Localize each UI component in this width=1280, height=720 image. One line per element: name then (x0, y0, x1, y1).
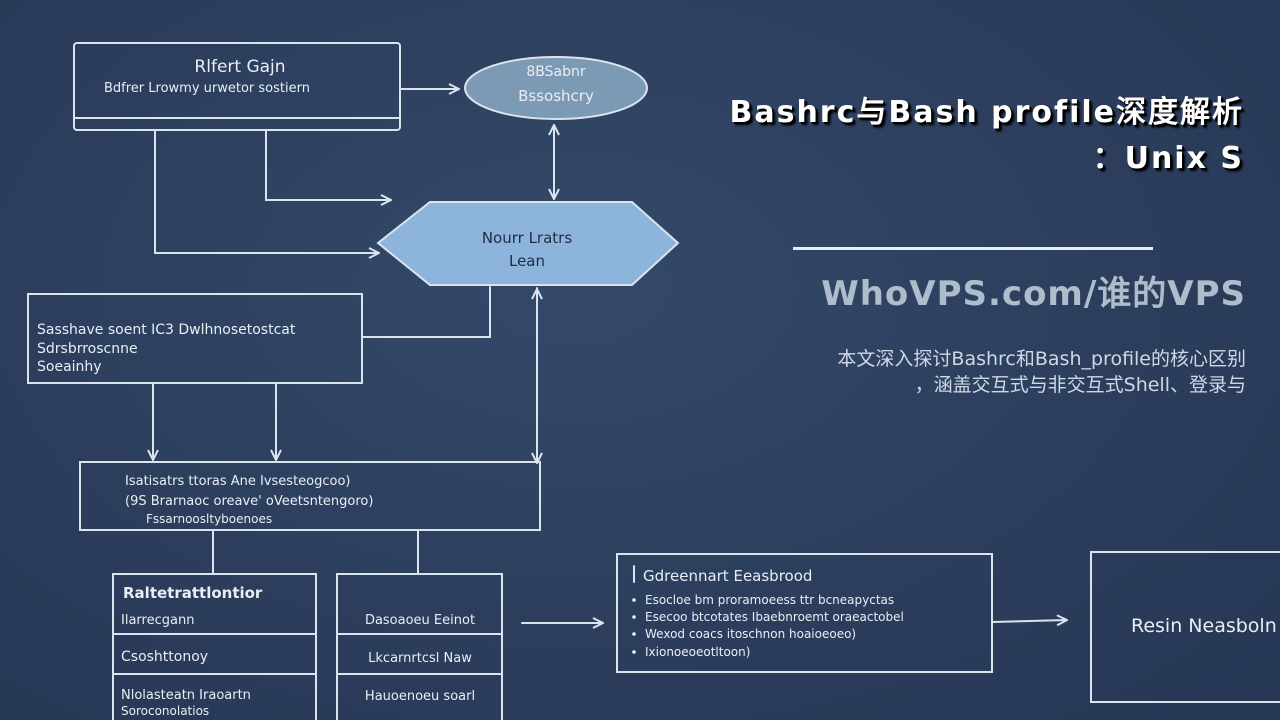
middle-box-line3: Fssarnoosltyboenoes (146, 512, 272, 526)
left-table: Raltetrattlontior Ilarrecgann Csoshttono… (112, 573, 317, 720)
left-box-line2: Sdrsbrroscnne (37, 341, 138, 357)
bullet-2: Esecoo btcotates Ibaebnroemt oraeactobel (645, 610, 904, 624)
left-process-box: Sasshave soent IC3 Dwlhnosetostcat Sdrsb… (27, 293, 363, 384)
title-line-1: Bashrc与Bash profile深度解析 (729, 95, 1244, 130)
left-table-row3a: Nlolasteatn Iraoartn (121, 688, 251, 703)
middle-box-line1: Isatisatrs ttoras Ane Ivsesteogcoo) (125, 474, 351, 489)
left-table-header: Raltetrattlontior (123, 584, 263, 602)
description-line-2: ，涵盖交互式与非交互式Shell、登录与 (914, 374, 1246, 396)
right-table-row2: Lkcarnrtcsl Naw (368, 651, 472, 666)
right-table-row1: Dasoaoeu Eeinot (365, 613, 475, 628)
hexagon-line2: Lean (509, 252, 545, 270)
right-table: Dasoaoeu Eeinot Lkcarnrtcsl Naw Hauoenoe… (336, 573, 503, 720)
ellipse-line2: Bssoshcry (518, 87, 594, 105)
brand-text: WhoVPS.com/谁的VPS (821, 274, 1246, 314)
middle-process-box: Isatisatrs ttoras Ane Ivsesteogcoo) (9S … (79, 461, 541, 531)
far-right-box: Resin Neasboln (1090, 551, 1280, 703)
top-box-title: Rlfert Gajn (194, 57, 285, 77)
article-title: Bashrc与Bash profile深度解析 ：Unix S (684, 90, 1244, 182)
bullet-4: Ixionoeoeotltoon) (645, 645, 750, 659)
article-description: 本文深入探讨Bashrc和Bash_profile的核心区别 ，涵盖交互式与非交… (646, 346, 1246, 398)
left-table-row1: Ilarrecgann (121, 613, 194, 628)
hexagon-line1: Nourr Lratrs (482, 229, 573, 247)
left-table-row2: Csoshttonoy (121, 649, 208, 665)
hexagon-node: Nourr Lratrs Lean (376, 201, 680, 286)
right-process-box: Gdreennart Eeasbrood Esocloe bm proramoe… (616, 553, 993, 673)
right-table-row3: Hauoenoeu soarl (365, 689, 475, 704)
far-right-box-label: Resin Neasboln (1131, 615, 1277, 637)
left-table-row3b: Soroconolatios (121, 704, 209, 718)
top-process-box: Rlfert Gajn Bdfrer Lrowmy urwetor sostie… (73, 42, 401, 131)
title-divider (793, 247, 1153, 250)
top-box-subtitle: Bdfrer Lrowmy urwetor sostiern (104, 81, 310, 96)
title-line-2: ：Unix S (1092, 141, 1244, 176)
connector-lines (153, 89, 1066, 623)
left-box-line3: Soeainhy (37, 359, 102, 375)
middle-box-line2: (9S Brarnaoc oreave' oVeetsntengoro) (125, 494, 373, 509)
description-line-1: 本文深入探讨Bashrc和Bash_profile的核心区别 (837, 348, 1246, 370)
bullet-1: Esocloe bm proramoeess ttr bcneapyctas (645, 593, 894, 607)
right-box-title: Gdreennart Eeasbrood (643, 567, 812, 585)
bullet-3: Wexod coacs itoschnon hoaioeoeo) (645, 627, 856, 641)
ellipse-line1: 8BSabnr (526, 64, 585, 80)
left-box-line1: Sasshave soent IC3 Dwlhnosetostcat (37, 322, 296, 338)
ellipse-node: 8BSabnr Bssoshcry (464, 56, 648, 120)
